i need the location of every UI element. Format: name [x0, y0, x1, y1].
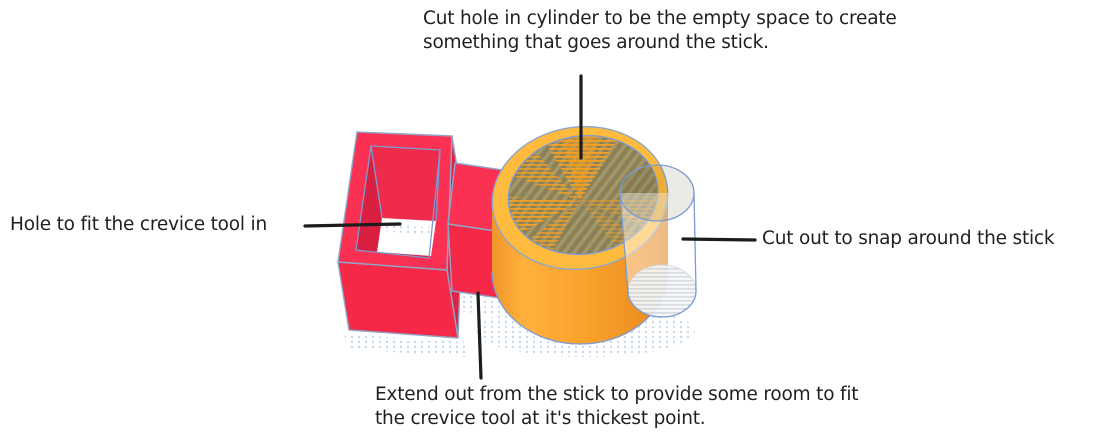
box-inner-edge-left — [370, 145, 383, 219]
cutout-body-outline — [619, 192, 697, 318]
annotation-right-text: Cut out to snap around the stick — [762, 228, 1055, 249]
annotation-top-line2: something that goes around the stick. — [423, 32, 769, 53]
box-front-face — [337, 261, 459, 339]
annotation-top: Cut hole in cylinder to be the empty spa… — [423, 7, 897, 55]
annotation-bottom-line2: the crevice tool at it's thickest point. — [375, 408, 706, 429]
crevice-tool-holder-box — [337, 131, 464, 339]
cutout-top-outline — [619, 164, 695, 222]
annotation-left-text: Hole to fit the crevice tool in — [10, 214, 267, 235]
annotation-right: Cut out to snap around the stick — [762, 227, 1055, 251]
leader-lines — [303, 74, 757, 380]
box-inner-rim-outline — [355, 145, 441, 259]
cut-hole-outline — [507, 134, 659, 256]
box-inner-back-wall — [371, 146, 440, 221]
leader-line-left — [303, 222, 402, 228]
cutout-body — [620, 193, 696, 317]
box-inner-edge-right — [435, 149, 441, 222]
annotation-top-line1: Cut hole in cylinder to be the empty spa… — [423, 8, 897, 29]
grid-seen-through-hole — [382, 224, 436, 235]
cutout-top-face — [620, 165, 694, 221]
annotation-bottom: Extend out from the stick to provide som… — [375, 383, 859, 431]
annotation-left: Hole to fit the crevice tool in — [10, 213, 267, 237]
leader-line-right — [681, 237, 757, 242]
annotation-bottom-line1: Extend out from the stick to provide som… — [375, 384, 859, 405]
snap-cutout-cylinder — [619, 164, 697, 318]
leader-line-bottom — [476, 291, 483, 380]
